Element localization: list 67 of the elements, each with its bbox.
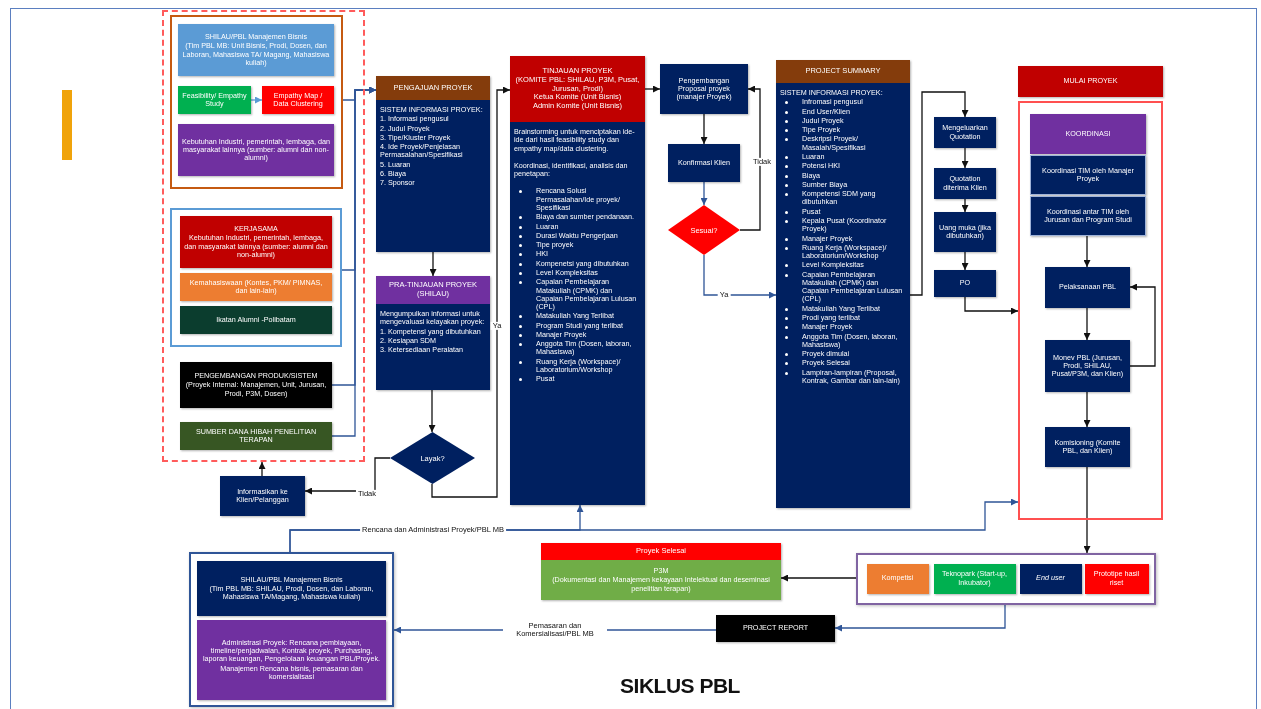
process-box	[376, 76, 490, 252]
process-box	[1045, 340, 1130, 392]
process-box	[1030, 196, 1146, 236]
process-box	[376, 276, 490, 390]
connector-arrow	[780, 574, 857, 582]
process-box	[178, 24, 334, 76]
connector-arrow	[304, 457, 391, 495]
process-box	[197, 620, 386, 700]
connector-arrow	[1083, 391, 1091, 428]
connector-arrow	[961, 147, 969, 169]
process-box	[934, 212, 996, 252]
process-box	[1045, 427, 1130, 467]
group-frame	[1018, 101, 1163, 520]
process-box	[180, 422, 332, 450]
process-box	[866, 563, 929, 594]
connector-arrow	[700, 113, 708, 145]
connector-arrow	[964, 296, 1019, 315]
process-box	[541, 543, 781, 600]
connector-arrow	[961, 198, 969, 213]
process-box	[220, 476, 305, 516]
process-box	[934, 168, 996, 199]
connector-arrow	[961, 251, 969, 271]
connector-arrow	[429, 251, 437, 277]
process-box	[180, 216, 332, 268]
process-box	[178, 86, 251, 114]
group-frame	[162, 10, 365, 462]
process-box	[1084, 563, 1149, 594]
connector-arrow	[1083, 307, 1091, 341]
process-box	[716, 615, 835, 642]
decision-diamond	[390, 432, 475, 484]
decision-diamond	[668, 205, 740, 255]
process-box	[1018, 66, 1163, 97]
group-frame	[856, 553, 1156, 605]
connector-arrow	[834, 604, 1006, 632]
connector-arrow	[1083, 235, 1091, 268]
diagram-title: SIKLUS PBL	[619, 674, 741, 698]
process-box	[660, 64, 748, 114]
connector-arrow	[739, 85, 761, 231]
process-box	[1030, 155, 1146, 195]
process-box	[180, 306, 332, 334]
process-box	[180, 273, 332, 301]
connector-arrow	[431, 86, 511, 498]
process-box	[262, 86, 334, 114]
process-box	[1019, 563, 1082, 594]
connector-arrow	[250, 96, 263, 104]
process-box	[934, 117, 996, 148]
process-box	[668, 144, 740, 182]
group-frame	[189, 552, 394, 707]
process-box	[180, 362, 332, 408]
process-box	[510, 56, 645, 505]
connector-arrow	[700, 181, 708, 206]
process-box	[776, 60, 910, 508]
connector-arrow	[909, 91, 969, 296]
process-box	[934, 270, 996, 297]
group-frame	[170, 208, 342, 347]
process-box	[933, 563, 1016, 594]
group-frame	[170, 15, 343, 189]
connector-arrow	[428, 389, 436, 433]
process-box	[1030, 114, 1146, 154]
connector-arrow	[1083, 466, 1091, 554]
process-box	[197, 561, 386, 616]
process-box	[178, 124, 334, 176]
connector-arrow	[258, 461, 266, 477]
connector-arrow	[644, 85, 661, 93]
connector-arrow	[1129, 283, 1156, 367]
process-box	[1045, 267, 1130, 308]
connector-arrow	[703, 254, 777, 299]
